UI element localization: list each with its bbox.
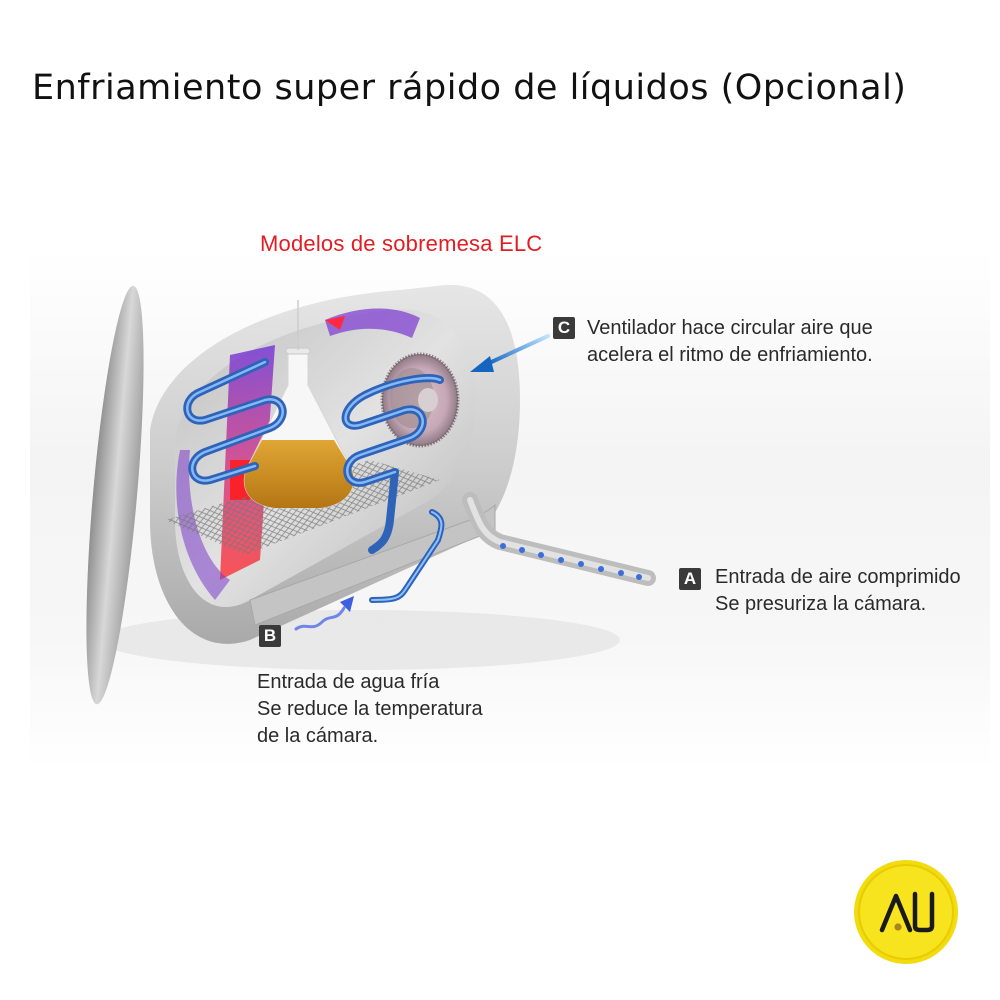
badge-b: B (259, 625, 281, 647)
callout-water-inlet-badge-wrap: B (259, 625, 281, 647)
callout-air-inlet-line-1: Entrada de aire comprimido (715, 566, 961, 588)
callout-fan-line-1: Ventilador hace circular aire que (587, 317, 873, 339)
callout-fan-line-2: acelera el ritmo de enfriamiento. (587, 344, 873, 366)
callout-air-inlet: A Entrada de aire comprimido Se presuriz… (679, 564, 961, 618)
fan-pointer-arrow (485, 334, 550, 366)
callout-water-inlet-line-1: Entrada de agua fría (257, 671, 440, 693)
callout-water-inlet-text: Entrada de agua fría Se reduce la temper… (257, 669, 483, 750)
callout-air-inlet-line-2: Se presuriza la cámara. (715, 593, 927, 615)
callout-water-inlet-line-2: Se reduce la temperatura (257, 698, 483, 720)
page-title: Enfriamiento super rápido de líquidos (O… (32, 68, 907, 108)
callout-water-inlet-line-3: de la cámara. (257, 725, 379, 747)
section-subtitle: Modelos de sobremesa ELC (260, 231, 543, 256)
callout-fan: C Ventilador hace circular aire que acel… (553, 315, 873, 369)
callout-fan-text: Ventilador hace circular aire que aceler… (587, 315, 873, 369)
badge-a: A (679, 568, 701, 590)
badge-c: C (553, 317, 575, 339)
air-flow-markers (500, 543, 642, 580)
water-flow-arrow (294, 606, 346, 631)
callout-air-inlet-text: Entrada de aire comprimido Se presuriza … (715, 564, 961, 618)
chamber-door (86, 285, 144, 705)
au-logo-icon (854, 860, 958, 964)
